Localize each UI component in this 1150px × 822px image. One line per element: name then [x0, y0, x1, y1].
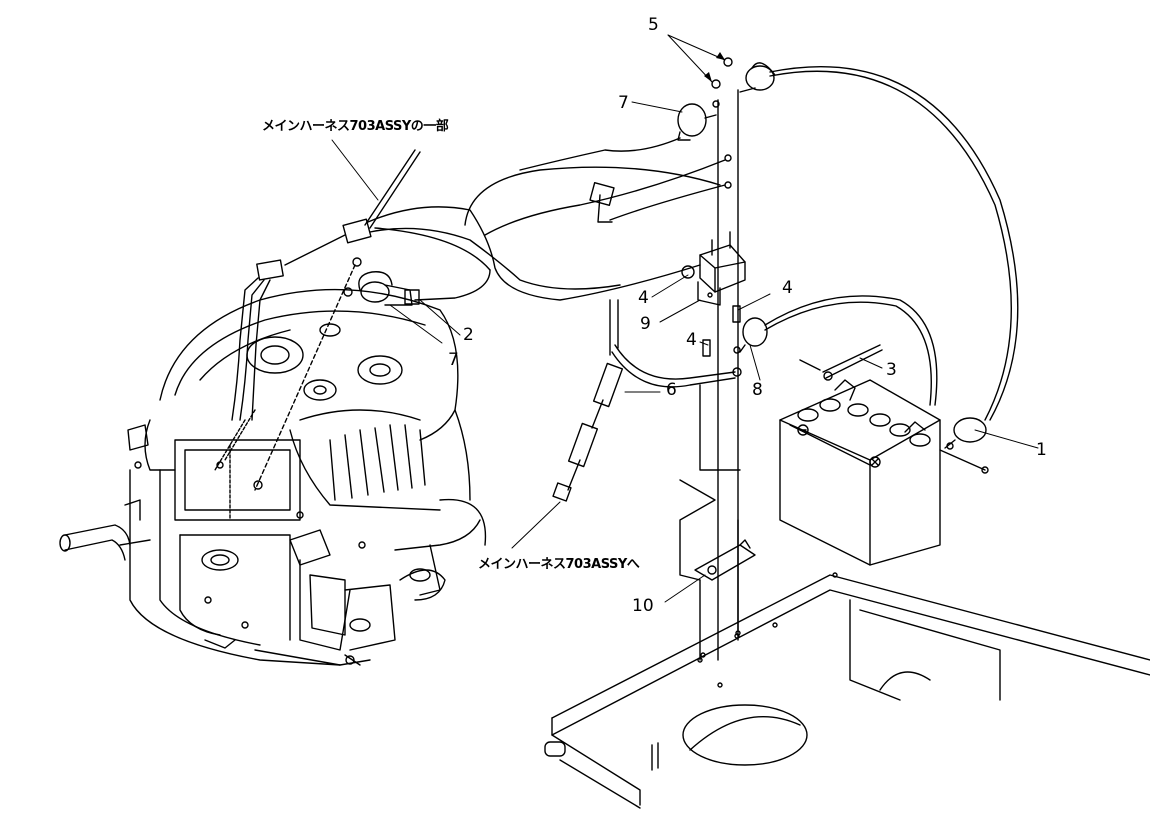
arrowheads: [704, 52, 725, 82]
callout-4b: 4: [782, 278, 793, 298]
callout-8: 8: [752, 380, 763, 400]
callout-7a: 7: [618, 93, 629, 113]
cable-7-upper: [520, 104, 716, 170]
battery: [780, 380, 988, 565]
callout-3: 3: [886, 360, 897, 380]
callout-1: 1: [1036, 440, 1047, 460]
callout-9: 9: [640, 314, 651, 334]
callout-4c: 4: [686, 330, 697, 350]
deck-plate: [545, 573, 1150, 808]
leader-lines: [332, 35, 1038, 602]
engine: [60, 258, 485, 665]
fasteners: [703, 58, 741, 376]
solenoid: [682, 232, 745, 305]
main-harness-wires: [232, 150, 725, 420]
callout-2: 2: [463, 325, 474, 345]
vertical-bracket: [680, 90, 740, 662]
callout-10: 10: [632, 596, 654, 616]
note-harness-part: メインハーネス703ASSYの一部: [262, 119, 449, 134]
plate-10: [695, 540, 755, 580]
callout-4a: 4: [638, 288, 649, 308]
note-to-harness: メインハーネス703ASSYへ: [478, 557, 640, 572]
cable-3: [800, 345, 882, 380]
cable-6: [553, 300, 735, 501]
callout-7b: 7: [448, 350, 459, 370]
connector-left: [344, 272, 419, 305]
callout-6: 6: [666, 380, 677, 400]
cable-8: [740, 296, 937, 405]
callout-5: 5: [648, 15, 659, 35]
cable-1: [740, 63, 1018, 449]
